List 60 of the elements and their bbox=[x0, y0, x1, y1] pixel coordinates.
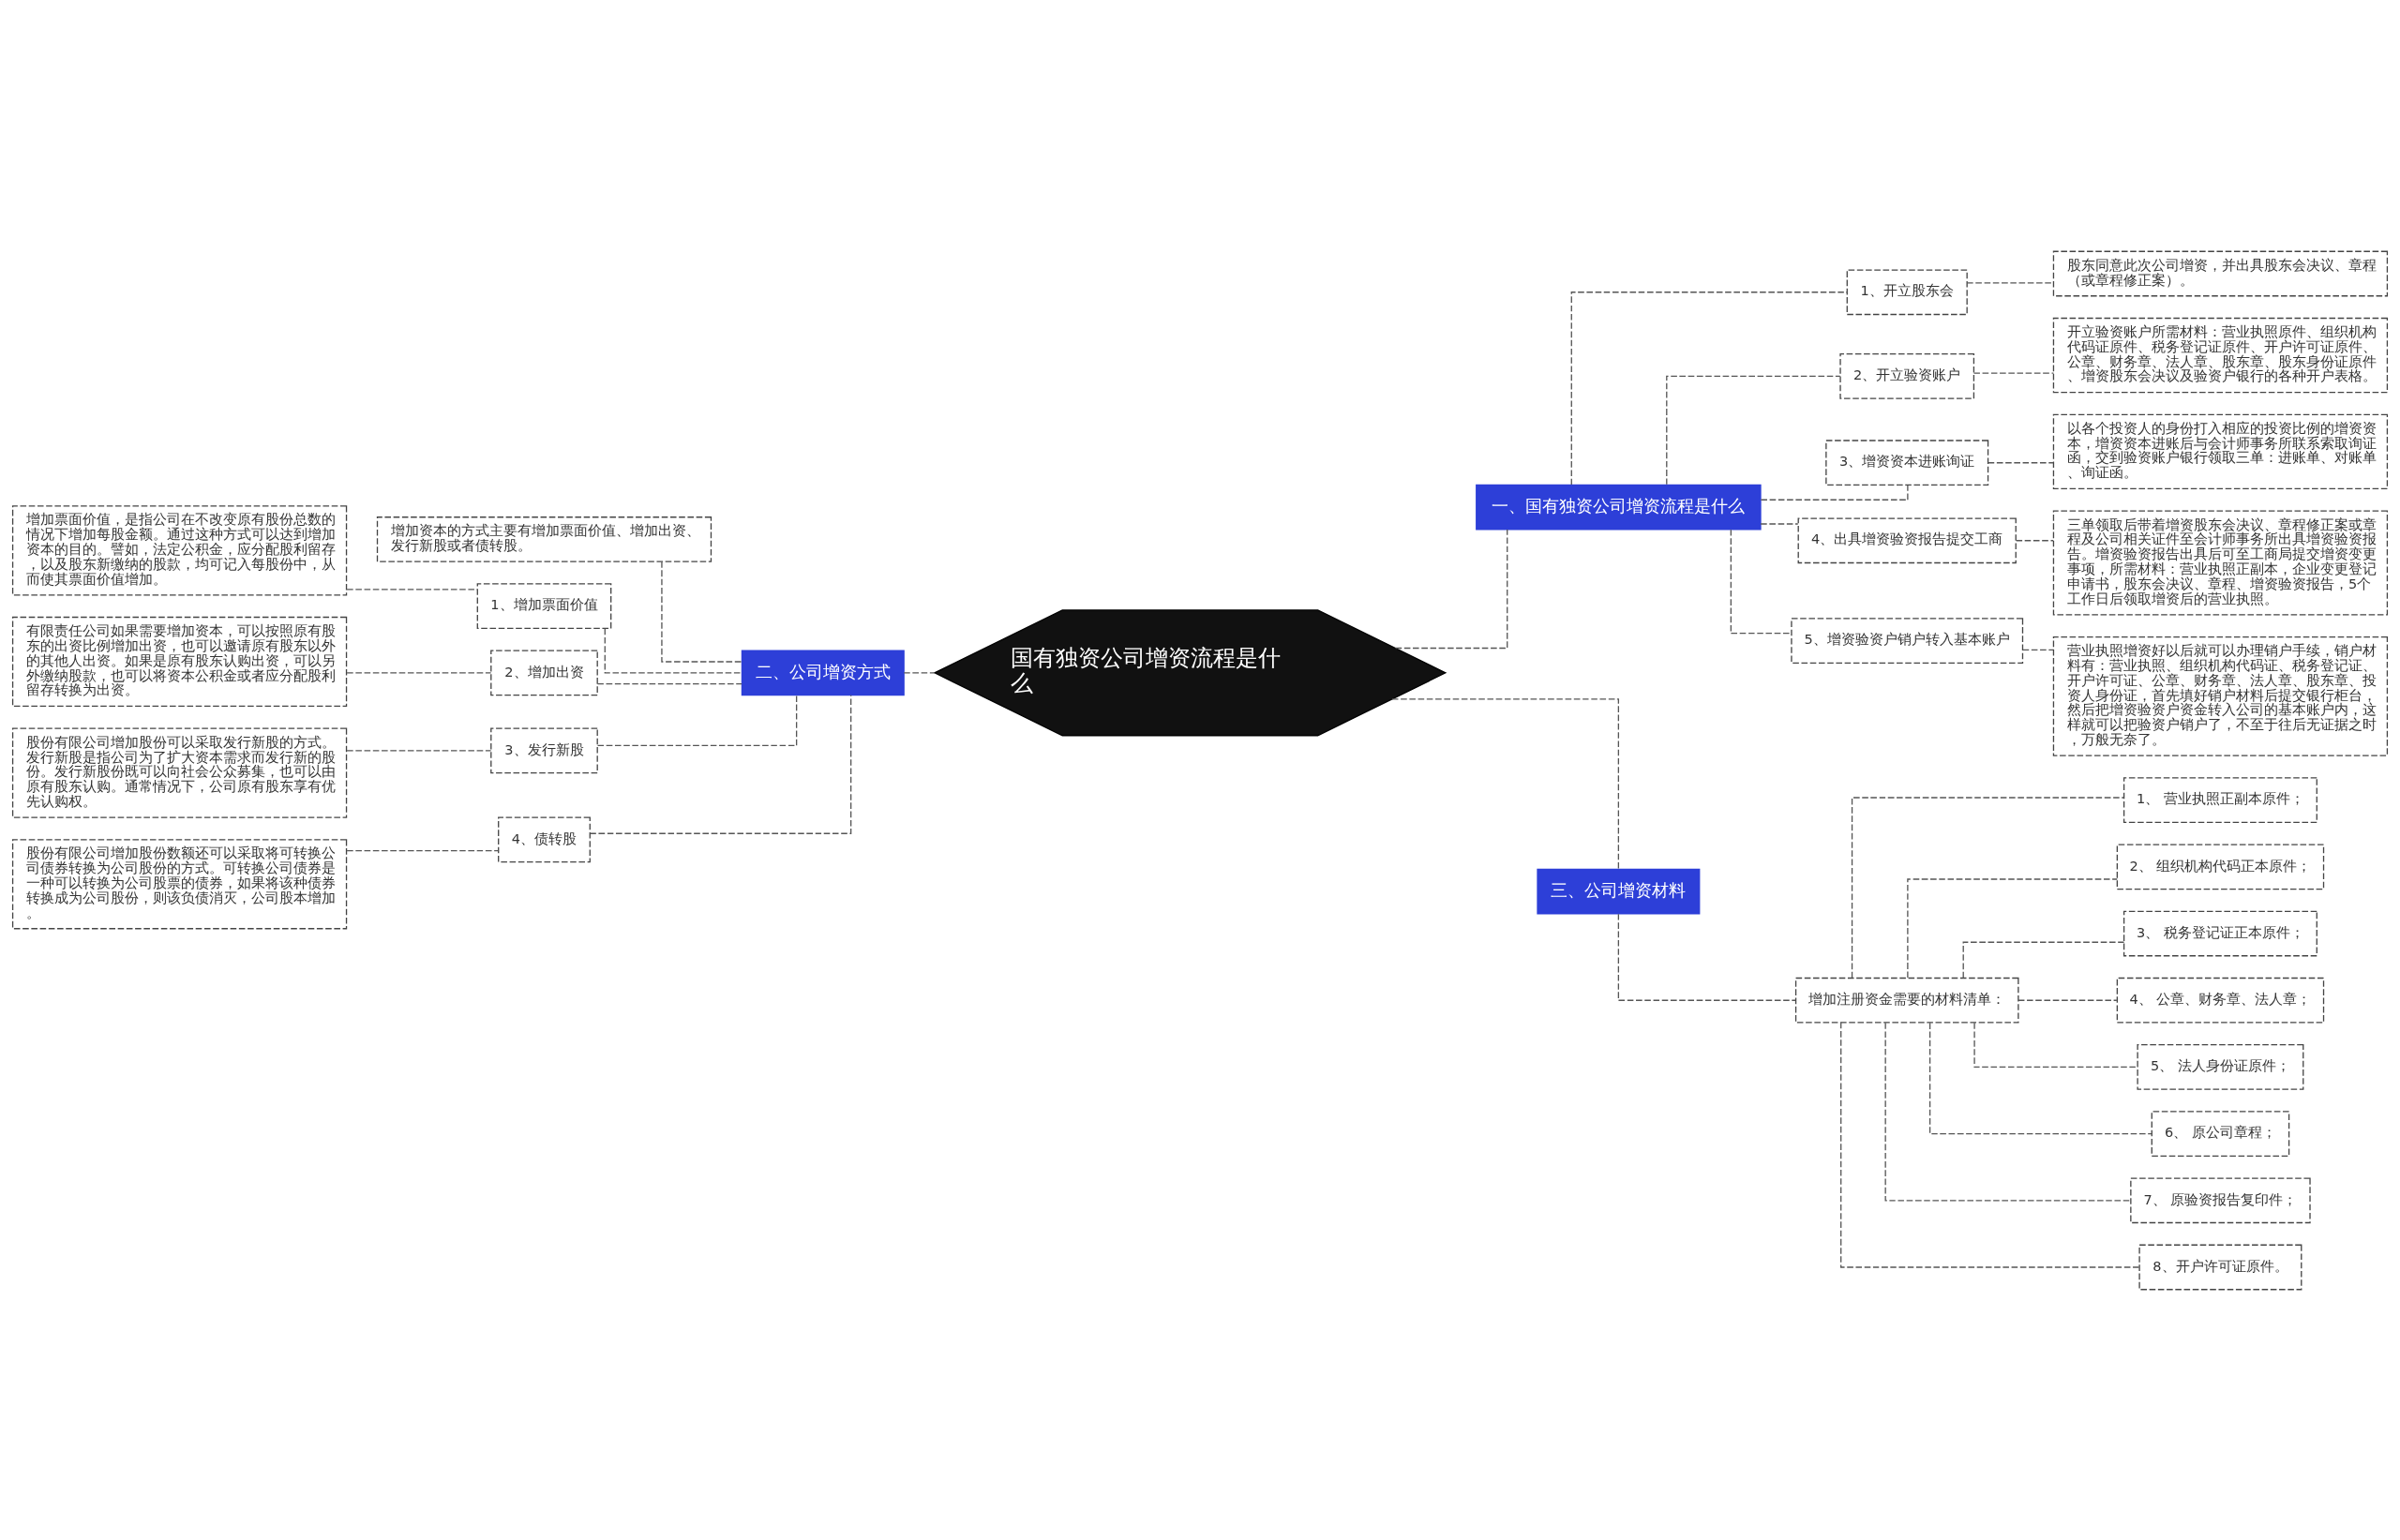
node-box: 增加资本的方式主要有增加票面价值、增加出资、发行新股或者债转股。 bbox=[376, 516, 712, 562]
connector bbox=[604, 627, 742, 673]
connector bbox=[1884, 1022, 2132, 1201]
node-box: 5、 法人身份证原件； bbox=[2137, 1043, 2304, 1090]
connector bbox=[903, 671, 936, 673]
connector bbox=[2016, 539, 2054, 541]
node-box: 2、 组织机构代码正本原件； bbox=[2116, 843, 2325, 890]
node-box: 股份有限公司增加股份数额还可以采取将可转换公司债券转换为公司股份的方式。可转换公司债券是一种可以转换为公司股票的债券，如果将该种债券转换成为公司股份，则该负债消灭，公司股本增加。 bbox=[11, 838, 348, 929]
node-box: 开立验资账户所需材料：营业执照原件、组织机构代码证原件、税务登记证原件、开户许可证原件、公章、财务章、法人章、股东章、股东身份证原件、增资股东会决议及验资户银行的各种开户表格。 bbox=[2052, 317, 2389, 393]
node-box: 二、公司增资方式 bbox=[741, 649, 905, 695]
connector bbox=[1907, 877, 2118, 979]
connector bbox=[1760, 522, 1799, 525]
connector bbox=[346, 849, 499, 851]
connector bbox=[1966, 281, 2054, 284]
connector bbox=[1962, 941, 2125, 979]
connector bbox=[1972, 371, 2055, 374]
connector bbox=[1973, 1022, 2138, 1068]
node-box: 5、增资验资户销户转入基本账户 bbox=[1791, 617, 2024, 664]
connector bbox=[1394, 528, 1508, 649]
node-box: 三单领取后带着增资股东会决议、章程修正案或章程及公司相关证件至会计师事务所出具增资验资报告。增资验资报告出具后可至工商局提交增资变更事项，所需材料：营业执照正副本，企业变更登记申请书，股东会决议、章程、增资验资报告，5个工作日后领取增资后的营业执照。 bbox=[2052, 510, 2389, 616]
node-box: 2、增加出资 bbox=[490, 649, 598, 695]
connector bbox=[346, 749, 492, 752]
connector bbox=[1570, 291, 1848, 486]
node-box: 增加票面价值，是指公司在不改变原有股份总数的情况下增加每股金额。通过这种方式可以达到增加资本的目的。譬如，法定公积金，应分配股利留存，以及股东新缴纳的股款，均可记入每股份中，从而使其票面价值增加。 bbox=[11, 504, 348, 595]
node-box: 8、开户许可证原件。 bbox=[2138, 1244, 2302, 1290]
node-box: 增加注册资金需要的材料清单： bbox=[1794, 977, 2019, 1024]
node-box: 3、发行新股 bbox=[490, 727, 598, 773]
node-box: 4、 公章、财务章、法人章； bbox=[2116, 977, 2325, 1024]
node-box: 7、 原验资报告复印件； bbox=[2130, 1176, 2311, 1223]
node-box: 1、增加票面价值 bbox=[476, 582, 612, 629]
node-box: 以各个投资人的身份打入相应的投资比例的增资资本，增资资本进账后与会计师事务所联系索取询证函，交到验资账户银行领取三单：进账单、对账单、询证函。 bbox=[2052, 413, 2389, 489]
connector bbox=[596, 694, 798, 746]
node-box: 股份有限公司增加股份可以采取发行新股的方式。发行新股是指公司为了扩大资本需求而发行新的股份。发行新股份既可以向社会公众募集，也可以由原有股东认购。通常情况下，公司原有股东享有优先认购权。 bbox=[11, 727, 348, 818]
node-box: 4、债转股 bbox=[498, 815, 591, 862]
connector bbox=[1730, 529, 1792, 634]
connector bbox=[661, 561, 742, 663]
connector bbox=[1666, 375, 1841, 485]
node-box: 1、开立股东会 bbox=[1846, 268, 1968, 315]
connector bbox=[596, 682, 742, 684]
connector bbox=[589, 694, 852, 834]
connector bbox=[1840, 1021, 2140, 1268]
node-box: 3、增资资本进账询证 bbox=[1825, 439, 1989, 486]
node-box: 三、公司增资材料 bbox=[1537, 868, 1701, 915]
connector bbox=[1617, 913, 1796, 1001]
node-box: 6、 原公司章程； bbox=[2151, 1110, 2290, 1157]
node-box: 股东同意此次公司增资，并出具股东会决议、章程（或章程修正案）。 bbox=[2052, 250, 2389, 296]
connector bbox=[1851, 796, 2124, 979]
node-box: 1、 营业执照正副本原件； bbox=[2122, 776, 2318, 823]
connector bbox=[346, 671, 492, 673]
node-box: 营业执照增资好以后就可以办理销户手续，销户材料有：营业执照、组织机构代码证、税务登记证、开户许可证、公章、财务章、法人章、股东章、投资人身份证，首先填好销户材料后提交银行柜台，然后把增资验资户资金转入公司的基本账户内，这样就可以把验资户销户了，不至于往后无证据之时，万般无奈了。 bbox=[2052, 635, 2389, 756]
node-box: 有限责任公司如果需要增加资本，可以按照原有股东的出资比例增加出资，也可以邀请原有股东以外的其他人出资。如果是原有股东认购出资，可以另外缴纳股款，也可以将资本公积金或者应分配股利留存转换为出资。 bbox=[11, 616, 348, 707]
node-box: 2、开立验资账户 bbox=[1839, 352, 1975, 399]
connector bbox=[1391, 697, 1620, 870]
connector bbox=[1928, 1022, 2152, 1134]
node-box: 3、 税务登记证正本原件； bbox=[2122, 910, 2318, 956]
connector bbox=[1988, 461, 2054, 463]
node-box: 4、出具增资验资报告提交工商 bbox=[1797, 516, 2017, 563]
connector bbox=[2022, 649, 2054, 650]
node-box: 一、国有独资公司增资流程是什么 bbox=[1476, 484, 1762, 531]
connector bbox=[2018, 999, 2118, 1001]
